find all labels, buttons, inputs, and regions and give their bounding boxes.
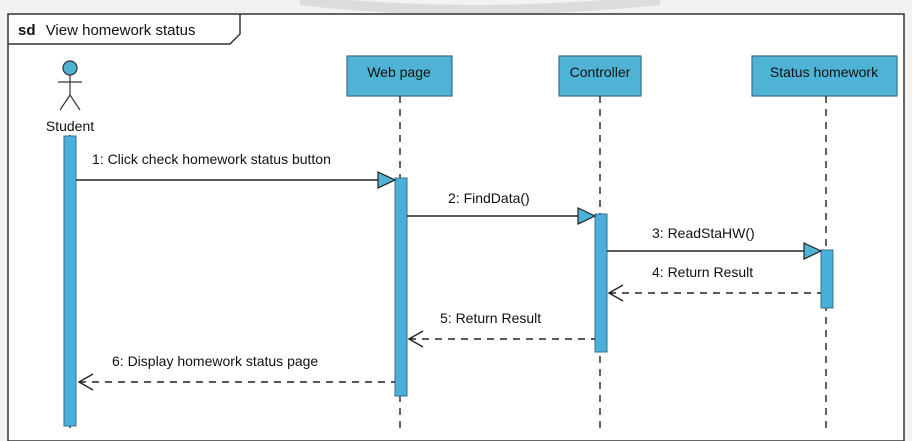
message-2[interactable]: 2: FindData() [407, 190, 597, 225]
open-arrowhead-icon [607, 284, 624, 302]
lifeline-label-webpage: Web page [367, 64, 431, 80]
lifeline-head-status-homework[interactable]: Status homework [751, 55, 898, 97]
message-4[interactable]: 4: Return Result [607, 264, 821, 302]
actor-head-icon [62, 60, 78, 76]
message-3[interactable]: 3: ReadStaHW() [607, 225, 823, 260]
message-label-3: 3: ReadStaHW() [652, 225, 755, 241]
activation-student [63, 135, 77, 427]
open-arrowhead-icon [77, 373, 94, 391]
arrowhead-icon [803, 242, 823, 260]
message-label-1: 1: Click check homework status button [92, 151, 331, 167]
actor-label: Student [46, 118, 94, 134]
open-arrowhead-icon [407, 330, 424, 348]
arrowhead-icon [377, 171, 397, 189]
actor-student[interactable]: Student [46, 60, 94, 134]
lifeline-head-webpage[interactable]: Web page [346, 55, 453, 97]
message-label-6: 6: Display homework status page [112, 353, 318, 369]
message-label-5: 5: Return Result [440, 310, 541, 326]
watermark-arc [299, 0, 661, 15]
frame-keyword: sd [18, 22, 36, 39]
message-1[interactable]: 1: Click check homework status button [76, 151, 397, 189]
frame-tab [8, 14, 241, 45]
message-5[interactable]: 5: Return Result [407, 310, 595, 348]
activation-webpage [394, 177, 408, 397]
activation-status-homework [820, 249, 834, 309]
message-label-4: 4: Return Result [652, 264, 753, 280]
svg-text:sd View homework status: sd View homework status [18, 22, 195, 39]
message-6[interactable]: 6: Display homework status page [77, 353, 395, 391]
lifeline-head-controller[interactable]: Controller [558, 55, 642, 97]
activation-controller [594, 213, 608, 353]
lifeline-label-controller: Controller [570, 64, 631, 80]
arrowhead-icon [577, 207, 597, 225]
message-label-2: 2: FindData() [448, 190, 530, 206]
lifeline-label-status-homework: Status homework [770, 64, 879, 80]
frame-title: View homework status [46, 22, 196, 39]
